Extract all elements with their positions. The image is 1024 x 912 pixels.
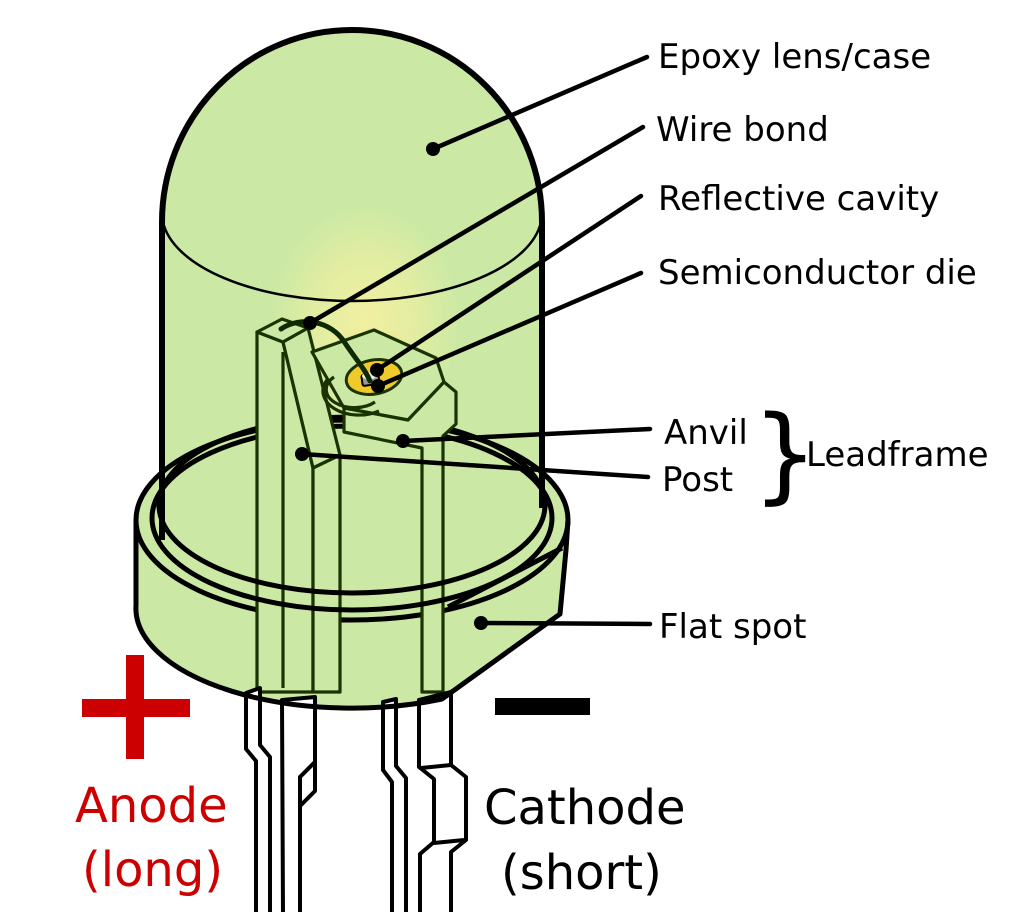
anode-lead-crimp <box>298 760 317 808</box>
cathode-crimp-edge-bottom <box>433 838 465 845</box>
cathode-lead-front <box>417 690 468 912</box>
plus-icon <box>82 655 190 759</box>
post-arm-bar <box>311 453 342 694</box>
flange-outline <box>133 27 571 711</box>
label-semiconductor-die: Semiconductor die <box>658 253 977 293</box>
leader-dots <box>295 142 488 630</box>
anode-label: Anode <box>75 778 228 834</box>
leader-wire-bond <box>307 124 646 326</box>
anvil-body <box>342 380 458 694</box>
flange-ring-front-2 <box>149 517 555 613</box>
leader-semiconductor-die <box>375 270 644 389</box>
leader-reflective-cavity <box>374 193 644 373</box>
cathode-crimp-edge-top <box>420 763 452 770</box>
cavity-cup-inner <box>324 375 376 410</box>
leader-anvil <box>400 426 653 444</box>
leader-dot-flat-spot <box>474 616 488 630</box>
label-flat-spot: Flat spot <box>659 607 806 647</box>
minus-icon <box>495 698 590 715</box>
cathode-sublabel: (short) <box>501 845 662 901</box>
anode-lead-side <box>244 686 272 912</box>
flange-front-rim <box>133 519 571 711</box>
led-body <box>133 30 571 709</box>
cathode-lead-side <box>381 697 408 912</box>
callouts: Epoxy lens/case Wire bond Reflective cav… <box>295 37 989 647</box>
leader-flat-spot <box>478 620 653 627</box>
leader-epoxy <box>430 54 650 152</box>
plus-vertical-bar <box>126 655 144 759</box>
wire-bond <box>278 319 373 384</box>
leader-dot-epoxy <box>426 142 440 156</box>
cathode-label: Cathode <box>484 780 686 836</box>
leader-dot-post <box>295 447 309 461</box>
epoxy-outline <box>159 27 545 540</box>
label-wire-bond: Wire bond <box>656 110 829 150</box>
label-anvil: Anvil <box>664 413 748 453</box>
label-reflective-cavity: Reflective cavity <box>658 179 939 219</box>
anode-sublabel: (long) <box>82 842 223 898</box>
leader-lines <box>299 54 653 627</box>
cavity-cup-outer <box>321 379 380 417</box>
label-leadframe: Leadframe <box>806 435 989 475</box>
dome-shoulder-line <box>161 221 543 303</box>
leader-post <box>299 451 651 480</box>
label-post: Post <box>662 460 733 500</box>
leads <box>244 686 468 912</box>
flange <box>135 420 568 709</box>
leader-dot-semiconductor-die <box>371 379 385 393</box>
flat-spot-top-edge <box>446 545 564 610</box>
leader-dot-wire-bond <box>303 316 317 330</box>
polarity-annotations: Anode (long) Cathode (short) <box>75 655 686 901</box>
flange-ring-front-1 <box>156 504 548 596</box>
leader-dot-anvil <box>396 434 410 448</box>
label-epoxy: Epoxy lens/case <box>658 37 931 77</box>
leadframe-brace: } <box>752 393 818 515</box>
leader-dot-reflective-cavity <box>370 363 384 377</box>
